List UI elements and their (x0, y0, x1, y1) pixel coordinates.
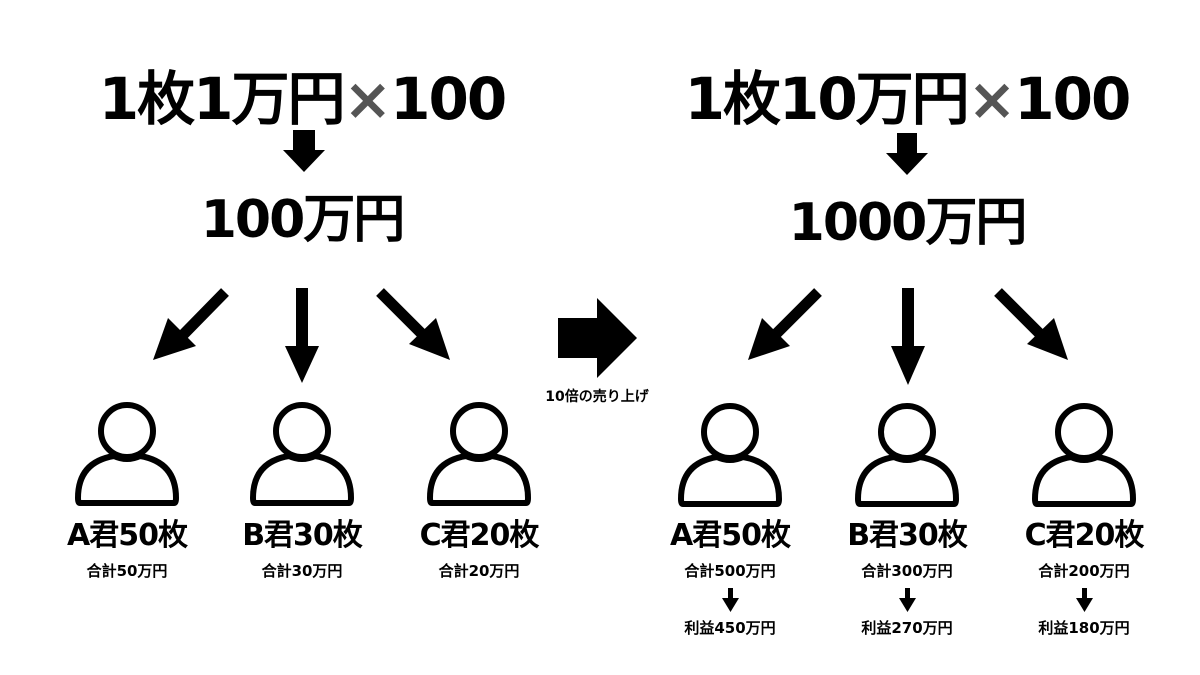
left-total: 100万円 (200, 190, 406, 250)
person-sum: 合計200万円 (1038, 562, 1130, 580)
right-unit-price: 1枚10万円 (684, 65, 970, 133)
person-icon (75, 402, 179, 506)
right-total: 1000万円 (788, 193, 1028, 253)
person-icon (678, 403, 782, 507)
person-name: C君20枚 (419, 518, 540, 553)
down-arrow-icon (886, 133, 928, 175)
person-icon (427, 402, 531, 506)
down-arrow-icon (283, 130, 325, 172)
right-quantity: 100 (1014, 65, 1131, 133)
person-name: C君20枚 (1024, 518, 1145, 553)
left-unit-price: 1枚1万円 (98, 65, 346, 133)
right-formula: 1枚10万円×100 (685, 70, 1132, 128)
person-icon (855, 403, 959, 507)
big-right-arrow-icon (558, 298, 637, 378)
times-sign: × (967, 65, 1017, 133)
branch-arrow-down-right-icon (994, 288, 1068, 360)
person-sum: 合計300万円 (861, 562, 953, 580)
times-sign: × (343, 65, 393, 133)
person-sum: 合計50万円 (86, 562, 168, 580)
branch-arrow-down-right-icon (376, 288, 450, 360)
person-profit: 利益450万円 (684, 619, 776, 637)
person-icon (1032, 403, 1136, 507)
person-name: B君30枚 (242, 518, 363, 553)
person-name: A君50枚 (67, 518, 188, 553)
person-sum: 合計30万円 (261, 562, 343, 580)
left-quantity: 100 (390, 65, 507, 133)
person-profit: 利益270万円 (861, 619, 953, 637)
branch-arrow-down-icon (285, 288, 319, 383)
person-name: B君30枚 (847, 518, 968, 553)
left-formula: 1枚1万円×100 (99, 70, 507, 128)
person-sum: 合計20万円 (438, 562, 520, 580)
profit-arrow-icon (722, 588, 739, 612)
branch-arrow-down-icon (891, 288, 925, 385)
profit-arrow-icon (899, 588, 916, 612)
person-profit: 利益180万円 (1038, 619, 1130, 637)
person-sum: 合計500万円 (684, 562, 776, 580)
middle-caption: 10倍の売り上げ (545, 389, 649, 405)
person-name: A君50枚 (670, 518, 791, 553)
profit-arrow-icon (1076, 588, 1093, 612)
branch-arrow-down-left-icon (153, 288, 229, 360)
branch-arrow-down-left-icon (748, 288, 822, 360)
person-icon (250, 402, 354, 506)
